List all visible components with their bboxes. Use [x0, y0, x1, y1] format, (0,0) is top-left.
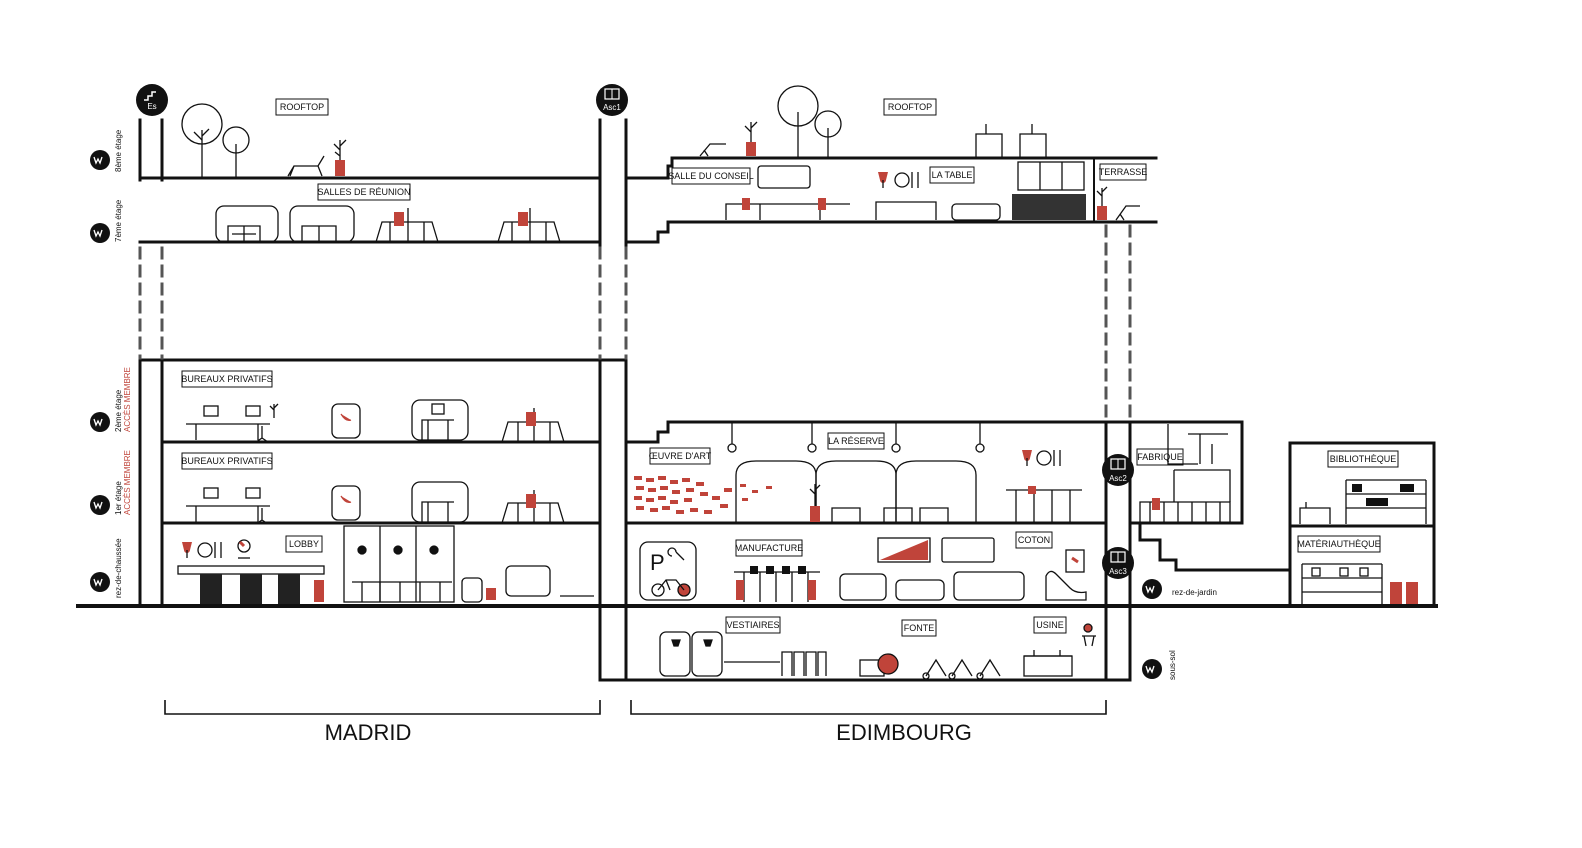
madrid-lower-block	[138, 358, 628, 608]
artwork-pixels	[634, 476, 772, 514]
label-la-table: LA TABLE	[932, 170, 973, 180]
floor-label-7: 7ème étage	[114, 199, 123, 242]
tree-icon	[181, 103, 250, 178]
label-bibliotheque: BIBLIOTHÈQUE	[1330, 454, 1397, 464]
basketball-icon	[1082, 623, 1096, 647]
brand-logo-icon	[90, 223, 110, 243]
lounge-chair-icon	[287, 155, 325, 177]
plant-icon	[333, 139, 347, 176]
lift2-label: Asc2	[1109, 474, 1127, 483]
label-fabrique: FABRIQUE	[1137, 452, 1183, 462]
shower-icon	[671, 639, 713, 647]
building-label-edimbourg: EDIMBOURG	[836, 720, 972, 745]
stairs-badge: Es	[136, 84, 168, 116]
wine-glass-icon	[878, 172, 888, 188]
lift1-badge: Asc1	[596, 84, 628, 116]
parking-icon: P	[650, 550, 665, 575]
brand-logo-icon	[1142, 579, 1162, 599]
floor-label-rdj: rez-de-jardin	[1172, 588, 1217, 597]
label-coton: COTON	[1018, 535, 1050, 545]
plant-icon	[269, 403, 279, 418]
plate-cutlery-icon	[894, 172, 919, 188]
label-rooftop-madrid: ROOFTOP	[280, 102, 324, 112]
reception-icon	[237, 539, 251, 559]
brand-logo-icon	[90, 150, 110, 170]
lift3-label: Asc3	[1109, 567, 1127, 576]
label-bureaux-1: BUREAUX PRIVATIFS	[181, 456, 272, 466]
floor-label-8: 8ème étage	[114, 129, 123, 172]
plate-cutlery-icon	[1036, 450, 1061, 466]
brand-logo-icon	[90, 572, 110, 592]
structure	[76, 118, 1438, 682]
building-brackets	[164, 700, 1107, 715]
brand-logo-icon	[90, 495, 110, 515]
label-salles-reunion: SALLES DE RÉUNION	[317, 187, 410, 197]
plant-icon	[744, 121, 758, 156]
plate-cutlery-icon	[197, 542, 222, 558]
floor-label-1: 1er étage	[114, 481, 123, 515]
floor-markers: 8ème étage 7ème étage 2ème étage ACCÈS M…	[90, 129, 1217, 680]
floor-label-2: 2ème étage	[114, 389, 123, 432]
phone-booth-icon	[331, 403, 361, 439]
label-terrasse: TERRASSE	[1099, 167, 1148, 177]
label-vestiaires: VESTIAIRES	[726, 620, 779, 630]
label-rooftop-edimbourg: ROOFTOP	[888, 102, 932, 112]
label-usine: USINE	[1036, 620, 1064, 630]
label-materiautheque: MATÉRIAUTHÈQUE	[1297, 539, 1380, 549]
pendant-lamps	[727, 422, 985, 453]
phone-booth-icon	[331, 485, 361, 521]
brand-logo-icon	[90, 412, 110, 432]
lift2-badge: Asc2	[1102, 454, 1134, 486]
wine-glass-icon	[182, 542, 192, 558]
label-oeuvre-art: ŒUVRE D'ART	[649, 451, 712, 461]
wrench-icon	[667, 547, 685, 561]
stairs-label: Es	[147, 102, 156, 111]
label-fonte: FONTE	[904, 623, 935, 633]
label-manufacture: MANUFACTURE	[735, 543, 804, 553]
plant-icon	[809, 484, 821, 522]
furniture: P	[177, 85, 1427, 680]
label-salle-conseil: SALLE DU CONSEIL	[668, 171, 754, 181]
room-labels: ROOFTOP SALLES DE RÉUNION ROOFTOP SALLE …	[181, 98, 1399, 637]
label-bureaux-2: BUREAUX PRIVATIFS	[181, 374, 272, 384]
label-lobby: LOBBY	[289, 539, 319, 549]
label-la-reserve: LA RÉSERVE	[828, 436, 884, 446]
floor-label-ss: sous-sol	[1168, 650, 1177, 680]
plant-icon	[1096, 186, 1108, 220]
svg-text:P: P	[650, 550, 665, 575]
lift1-label: Asc1	[603, 103, 621, 112]
stairs-icon	[144, 91, 156, 101]
wine-glass-icon	[1022, 450, 1032, 466]
meeting-pod	[289, 205, 355, 243]
floor-label-rdc: rez-de-chaussée	[114, 538, 123, 598]
meeting-pod	[215, 205, 279, 243]
lift3-badge: Asc3	[1102, 547, 1134, 579]
floor-2-access: ACCÈS MEMBRE	[123, 367, 132, 432]
brand-logo-icon	[1142, 659, 1162, 679]
bicycle-icon	[651, 579, 691, 597]
floor-1-access: ACCÈS MEMBRE	[123, 450, 132, 515]
building-label-madrid: MADRID	[325, 720, 412, 745]
tree-icon	[777, 85, 842, 158]
